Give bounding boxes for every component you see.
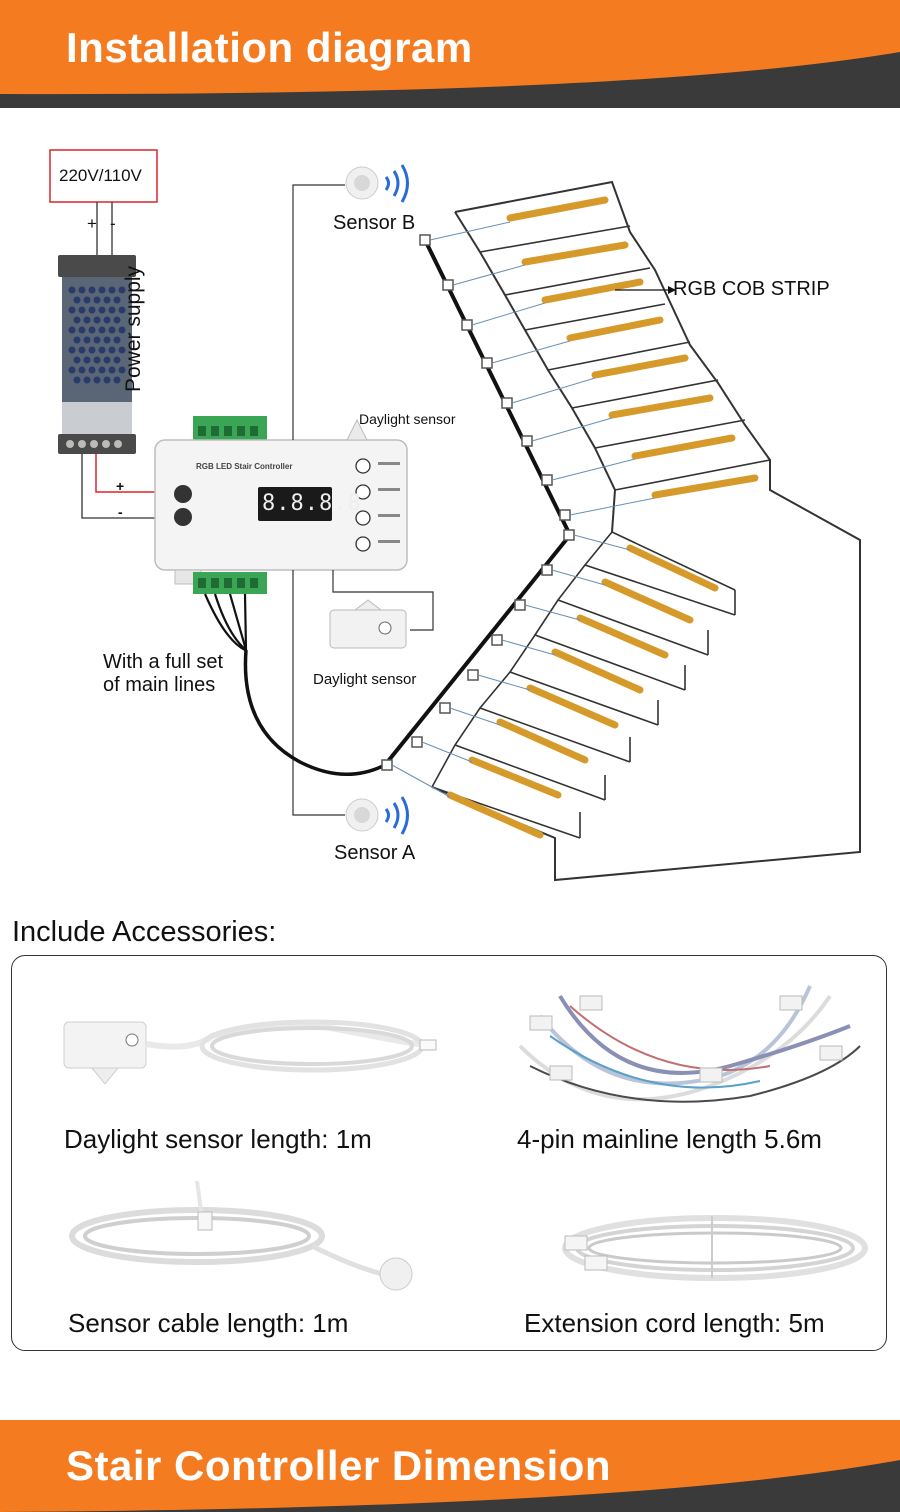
mainline-cable-image (518, 985, 861, 1103)
controller-minus-label: - (118, 504, 123, 520)
installation-diagram (49, 149, 861, 882)
accessory-daylight-sensor: Daylight sensor length: 1m (12, 956, 450, 1156)
cable-connectors (381, 234, 575, 771)
controller-plus-label: + (116, 478, 125, 494)
sensor-cable-image (69, 1180, 413, 1291)
accessory-sensor-cable: Sensor cable length: 1m (12, 1156, 450, 1352)
rgb-cob-strip-label: RGB COB STRIP (673, 278, 830, 300)
daylight-sensor-device (329, 599, 407, 649)
extension-cord-image (562, 1215, 868, 1281)
sensor-a-label: Sensor A (334, 842, 416, 864)
section-title: Stair Controller Dimension (66, 1442, 612, 1489)
main-lines-label-line1: With a full set (103, 651, 224, 673)
power-source-label: 220V/110V (59, 166, 142, 185)
accessories-title: Include Accessories: (12, 916, 277, 948)
daylight-sensor-top-label: Daylight sensor (359, 411, 456, 427)
staircase (431, 180, 861, 882)
accessory-caption: Extension cord length: 5m (524, 1308, 825, 1338)
footer-banner: Stair Controller Dimension (0, 1420, 900, 1512)
controller-title: RGB LED Stair Controller (196, 462, 293, 471)
footer-banner-background (0, 1420, 900, 1512)
accessory-caption: 4-pin mainline length 5.6m (517, 1124, 822, 1154)
accessory-extension-cord: Extension cord length: 5m (450, 1156, 888, 1352)
accessory-caption: Sensor cable length: 1m (68, 1308, 349, 1338)
power-plus-label: + (87, 214, 97, 233)
sensor-b-label: Sensor B (333, 212, 416, 234)
daylight-sensor-cable-image (63, 1019, 437, 1085)
power-supply (58, 255, 136, 454)
power-supply-label: Power supply (122, 265, 145, 392)
cob-strips (446, 196, 759, 839)
daylight-sensor-label: Daylight sensor (313, 671, 417, 688)
sensor-a-device (345, 796, 409, 835)
header-banner: Installation diagram (0, 0, 900, 108)
power-minus-label: - (110, 214, 116, 233)
stair-controller (154, 416, 408, 594)
controller-display: 8.8.8.8 (262, 491, 362, 516)
accessory-4pin-mainline: 4-pin mainline length 5.6m (450, 956, 888, 1156)
accessory-caption: Daylight sensor length: 1m (64, 1124, 372, 1154)
accessories-panel: Daylight sensor length: 1m 4-pin mainlin… (11, 955, 887, 1351)
power-source-box (49, 149, 158, 203)
header-banner-background (0, 0, 900, 108)
sensor-b-device (345, 164, 409, 203)
page-title: Installation diagram (66, 24, 473, 71)
main-lines-label-line2: of main lines (103, 674, 216, 696)
